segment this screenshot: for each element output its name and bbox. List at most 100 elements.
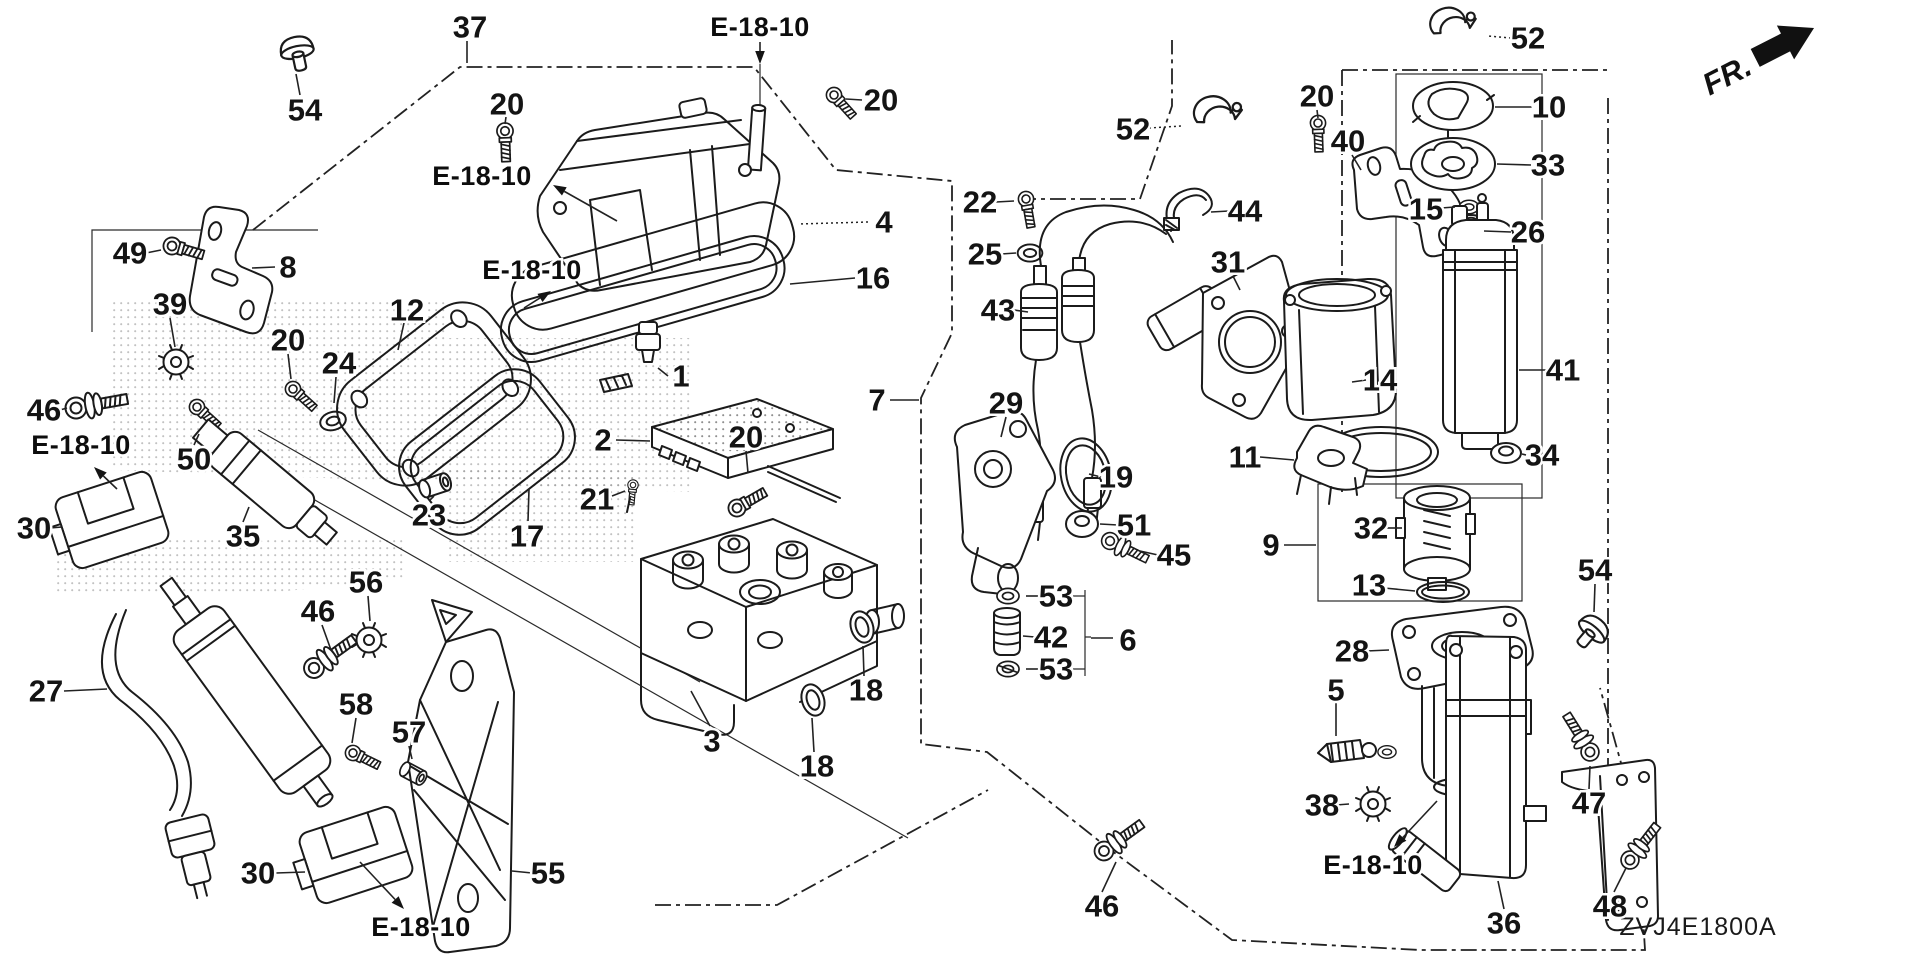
leader-line-54 (295, 73, 301, 96)
callout-11[interactable]: 11 (1226, 437, 1264, 477)
part-screw-21 (625, 478, 640, 513)
callout-6[interactable]: 6 (1117, 620, 1139, 660)
callout-57[interactable]: 57 (389, 712, 428, 752)
callout-41[interactable]: 41 (1543, 350, 1582, 390)
callout-44[interactable]: 44 (1225, 191, 1265, 231)
leader-line-19 (1088, 473, 1102, 478)
section-ref-4[interactable]: E-18-10 (29, 428, 133, 463)
callout-3[interactable]: 3 (701, 721, 723, 761)
callout-20[interactable]: 20 (487, 84, 526, 124)
part-oring-18-a (849, 610, 875, 644)
callout-24[interactable]: 24 (319, 343, 359, 383)
callout-10[interactable]: 10 (1529, 87, 1568, 127)
part-clip-44 (1163, 187, 1213, 232)
callout-25[interactable]: 25 (965, 234, 1004, 274)
callout-46[interactable]: 46 (24, 390, 63, 430)
leader-line-3 (690, 690, 711, 727)
callout-43[interactable]: 43 (978, 290, 1017, 330)
callout-20[interactable]: 20 (726, 417, 765, 457)
callout-7[interactable]: 7 (866, 380, 888, 420)
section-ref-6[interactable]: E-18-10 (1321, 848, 1425, 883)
leader-line-20 (287, 353, 292, 380)
part-body-36 (1387, 634, 1547, 893)
callout-20[interactable]: 20 (861, 80, 900, 120)
callout-16[interactable]: 16 (853, 258, 892, 298)
part-oring-13 (1416, 581, 1470, 603)
callout-36[interactable]: 36 (1484, 903, 1523, 943)
callout-12[interactable]: 12 (387, 290, 426, 330)
leader-line-23 (428, 495, 435, 502)
leader-line-20 (1316, 109, 1319, 119)
callout-5[interactable]: 5 (1325, 670, 1347, 710)
section-ref-2[interactable]: E-18-10 (430, 159, 534, 194)
callout-54[interactable]: 54 (1575, 550, 1615, 590)
grommet-54-icon (277, 32, 319, 75)
callout-27[interactable]: 27 (26, 671, 65, 711)
callout-49[interactable]: 49 (110, 233, 149, 273)
leader-line-46 (1101, 861, 1117, 893)
callout-29[interactable]: 29 (986, 383, 1025, 423)
callout-4[interactable]: 4 (873, 202, 896, 242)
callout-26[interactable]: 26 (1508, 212, 1547, 252)
callout-8[interactable]: 8 (277, 247, 299, 287)
callout-1[interactable]: 1 (670, 356, 692, 396)
callout-46[interactable]: 46 (1082, 886, 1121, 926)
section-ref-5[interactable]: E-18-10 (369, 910, 473, 945)
section-ref-1[interactable]: E-18-10 (708, 10, 812, 45)
callout-38[interactable]: 38 (1302, 785, 1341, 825)
callout-13[interactable]: 13 (1349, 565, 1388, 605)
callout-47[interactable]: 47 (1569, 783, 1608, 823)
callout-23[interactable]: 23 (409, 495, 448, 535)
section-ref-3[interactable]: E-18-10 (480, 253, 584, 288)
callout-18[interactable]: 18 (846, 670, 885, 710)
callout-54[interactable]: 54 (285, 90, 325, 130)
callout-37[interactable]: 37 (450, 7, 489, 47)
callout-19[interactable]: 19 (1096, 457, 1135, 497)
callout-32[interactable]: 32 (1351, 508, 1390, 548)
callout-9[interactable]: 9 (1260, 525, 1282, 565)
callout-17[interactable]: 17 (507, 516, 546, 556)
leader-line-15 (1440, 206, 1456, 209)
callout-52[interactable]: 52 (1508, 18, 1547, 58)
callout-45[interactable]: 45 (1154, 535, 1193, 575)
callout-22[interactable]: 22 (960, 182, 999, 222)
callout-46[interactable]: 46 (298, 591, 337, 631)
callout-2[interactable]: 2 (592, 420, 614, 460)
callout-15[interactable]: 15 (1406, 189, 1445, 229)
callout-53[interactable]: 53 (1036, 649, 1075, 689)
callout-28[interactable]: 28 (1332, 631, 1371, 671)
callout-39[interactable]: 39 (150, 284, 189, 324)
callout-52[interactable]: 52 (1113, 109, 1152, 149)
callout-42[interactable]: 42 (1031, 617, 1070, 657)
callout-50[interactable]: 50 (174, 439, 213, 479)
callout-14[interactable]: 14 (1360, 360, 1400, 400)
callout-33[interactable]: 33 (1528, 145, 1567, 185)
group-9-box (1317, 483, 1523, 602)
callout-21[interactable]: 21 (577, 479, 616, 519)
callout-30[interactable]: 30 (14, 508, 53, 548)
callout-34[interactable]: 34 (1522, 435, 1562, 475)
part-bracket-55 (407, 599, 515, 954)
callout-20[interactable]: 20 (1297, 76, 1336, 116)
callout-31[interactable]: 31 (1208, 242, 1247, 282)
callout-20[interactable]: 20 (268, 320, 307, 360)
callout-48[interactable]: 48 (1590, 886, 1629, 926)
callout-53[interactable]: 53 (1036, 576, 1075, 616)
callout-30[interactable]: 30 (238, 853, 277, 893)
part-regulator-32 (1395, 485, 1476, 591)
bolt-58-icon (342, 742, 384, 774)
callout-35[interactable]: 35 (223, 516, 262, 556)
fr-indicator: FR. (1697, 25, 1815, 102)
leader-line-28 (1365, 649, 1390, 652)
leader-line-20 (845, 98, 863, 101)
callout-56[interactable]: 56 (346, 562, 385, 602)
callout-51[interactable]: 51 (1114, 505, 1153, 545)
callout-18[interactable]: 18 (797, 746, 836, 786)
leader-line-27 (63, 688, 108, 692)
stipple-regions (55, 298, 692, 596)
callout-55[interactable]: 55 (528, 853, 567, 893)
callout-58[interactable]: 58 (336, 684, 375, 724)
leader-line-45 (1139, 550, 1159, 556)
section-ref-arrow-line (563, 190, 618, 222)
callout-40[interactable]: 40 (1328, 121, 1367, 161)
